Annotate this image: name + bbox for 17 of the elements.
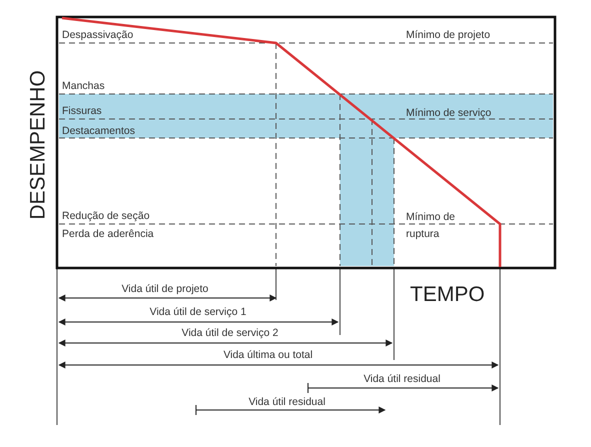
dimension-label: Vida útil de projeto: [122, 282, 208, 297]
dimension-label: Vida útil residual: [364, 372, 440, 387]
level-label: Destacamentos: [62, 124, 135, 139]
level-label: Mínimo de serviço: [406, 106, 492, 121]
dimension-label: Vida última ou total: [223, 348, 313, 363]
level-label: Perda de aderência: [62, 227, 154, 242]
dimension-label: Vida útil residual: [248, 395, 326, 410]
level-label: Fissuras: [62, 104, 102, 119]
level-label: Despassivação: [62, 28, 134, 43]
level-label: Mínimo de projeto: [406, 28, 490, 43]
axis-title: TEMPO: [410, 284, 485, 305]
level-label: Mínimo de ruptura: [406, 210, 456, 242]
dimension-label: Vida útil de serviço 1: [150, 305, 246, 320]
dimension-label: Vida útil de serviço 2: [182, 326, 278, 341]
level-label: Manchas: [62, 79, 105, 94]
level-label: Redução de seção: [62, 209, 150, 224]
axis-title: DESEMPENHO: [28, 70, 48, 220]
